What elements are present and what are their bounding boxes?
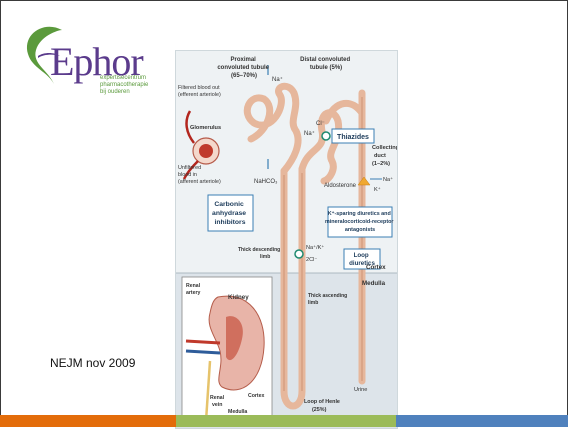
two-cl-label: 2Cl⁻: [306, 257, 317, 263]
inset-cortex-label: Cortex: [248, 393, 265, 399]
kidney-label: Kidney: [228, 294, 249, 301]
nahco3-label: NaHCO₃: [254, 179, 278, 185]
cl-label: Cl⁻: [316, 121, 325, 127]
logo-subtitle-line: pharmacotherapie: [100, 82, 148, 89]
unfiltered-blood-label: Unfiltered blood in (afferent arteriole): [178, 165, 221, 185]
distal-tubule-label: Distal convoluted tubule (5%): [300, 57, 352, 71]
collecting-duct-label: Collecting duct (1–2%): [372, 145, 397, 167]
na-label: Na⁺: [272, 76, 283, 83]
thick-descending-label: Thick descending limb: [238, 247, 282, 260]
k-label: K⁺: [374, 186, 381, 193]
citation-text: NEJM nov 2009: [50, 356, 135, 370]
cortex-label: Cortex: [366, 264, 386, 271]
logo-subtitle-line: expertisecentrum: [100, 75, 148, 82]
carbonic-anhydrase-label: Carbonic anhydrase inhibitors: [212, 201, 248, 226]
filtered-blood-label: Filtered blood out (efferent arteriole): [178, 85, 221, 98]
glomerulus-label: Glomerulus: [190, 125, 221, 131]
na-label-collecting: Na⁺: [383, 176, 393, 183]
thiazides-box: Thiazides: [322, 129, 374, 143]
bottom-color-bar: [0, 411, 568, 427]
renal-vein-vessel: [186, 351, 220, 353]
proximal-tubule-label: Proximal convoluted tubule (65–70%): [217, 57, 270, 79]
glomerulus-core: [199, 144, 213, 158]
thiazides-label: Thiazides: [337, 134, 369, 141]
kidney-inset: Renal artery Kidney Renal vein Cortex Me…: [182, 277, 272, 423]
k-sparing-box: K⁺-sparing diuretics and mineralocortico…: [325, 207, 395, 237]
renal-artery-label: Renal artery: [186, 283, 202, 296]
renal-artery-vessel: [186, 341, 220, 343]
carbonic-anhydrase-box: Carbonic anhydrase inhibitors: [208, 195, 253, 231]
transporter-icon: [295, 250, 303, 258]
urine-label: Urine: [354, 387, 367, 393]
logo-subtitle-line: bij ouderen: [100, 89, 148, 96]
na-label-distal: Na⁺: [304, 130, 315, 137]
nephron-figure: Thiazides Carbonic anhydrase inhibitors …: [175, 50, 398, 429]
logo-subtitle: expertisecentrum pharmacotherapie bij ou…: [100, 75, 148, 96]
aldosterone-label: Aldosterone: [324, 183, 357, 189]
na-k-label: Na⁺/K⁺: [306, 244, 324, 251]
medulla-label: Medulla: [362, 280, 386, 287]
transporter-icon: [322, 132, 330, 140]
ephor-logo: Ephor expertisecentrum pharmacotherapie …: [18, 20, 168, 90]
